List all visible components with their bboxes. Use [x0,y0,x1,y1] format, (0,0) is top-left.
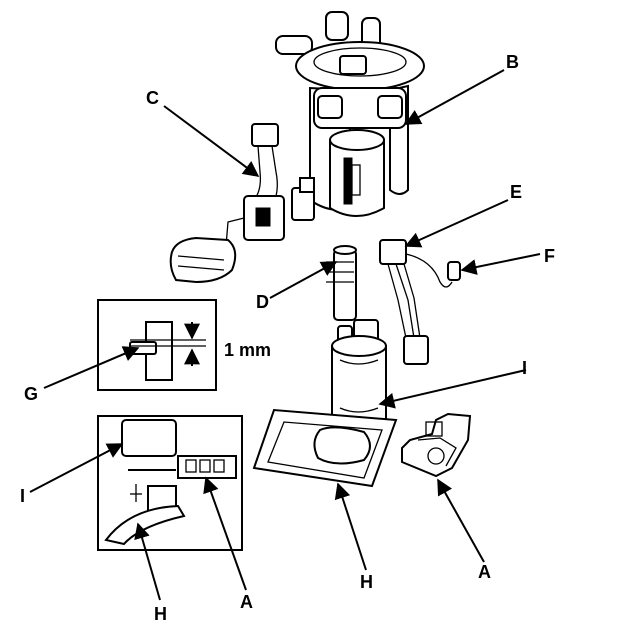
label-a-inset: A [240,592,253,612]
retainer-clip [401,412,472,478]
fuel-pump-module-assembly [275,11,425,217]
label-i-main: I [522,358,527,378]
leader-e [404,199,509,248]
label-h-inset: H [154,604,167,624]
leader-h-inset [134,522,161,601]
label-h-main: H [360,572,373,592]
label-g: G [24,384,38,404]
leader-h-main [334,482,367,571]
label-d: D [256,292,269,312]
label-f: F [544,246,555,266]
fuel-level-sensor [169,123,315,284]
pump-wire-harness [379,239,461,365]
label-i-inset: I [20,486,25,506]
label-a-right: A [478,562,491,582]
label-b: B [506,52,519,72]
inset-gap-detail [97,299,217,391]
leader-b [404,69,505,125]
leader-a-right [437,478,485,563]
leader-i-main [378,369,527,409]
inset-installation-detail [97,415,243,551]
leader-f [460,253,541,275]
leader-i-inset [29,443,124,493]
leader-d [269,261,338,299]
label-gap-1mm: 1 mm [224,340,271,360]
pump-outlet-fitting [326,245,357,321]
label-c: C [146,88,159,108]
leader-c [163,105,260,177]
leader-g [43,346,140,389]
fuel-strainer [252,408,398,488]
leader-a-inset [203,476,247,591]
label-e: E [510,182,522,202]
